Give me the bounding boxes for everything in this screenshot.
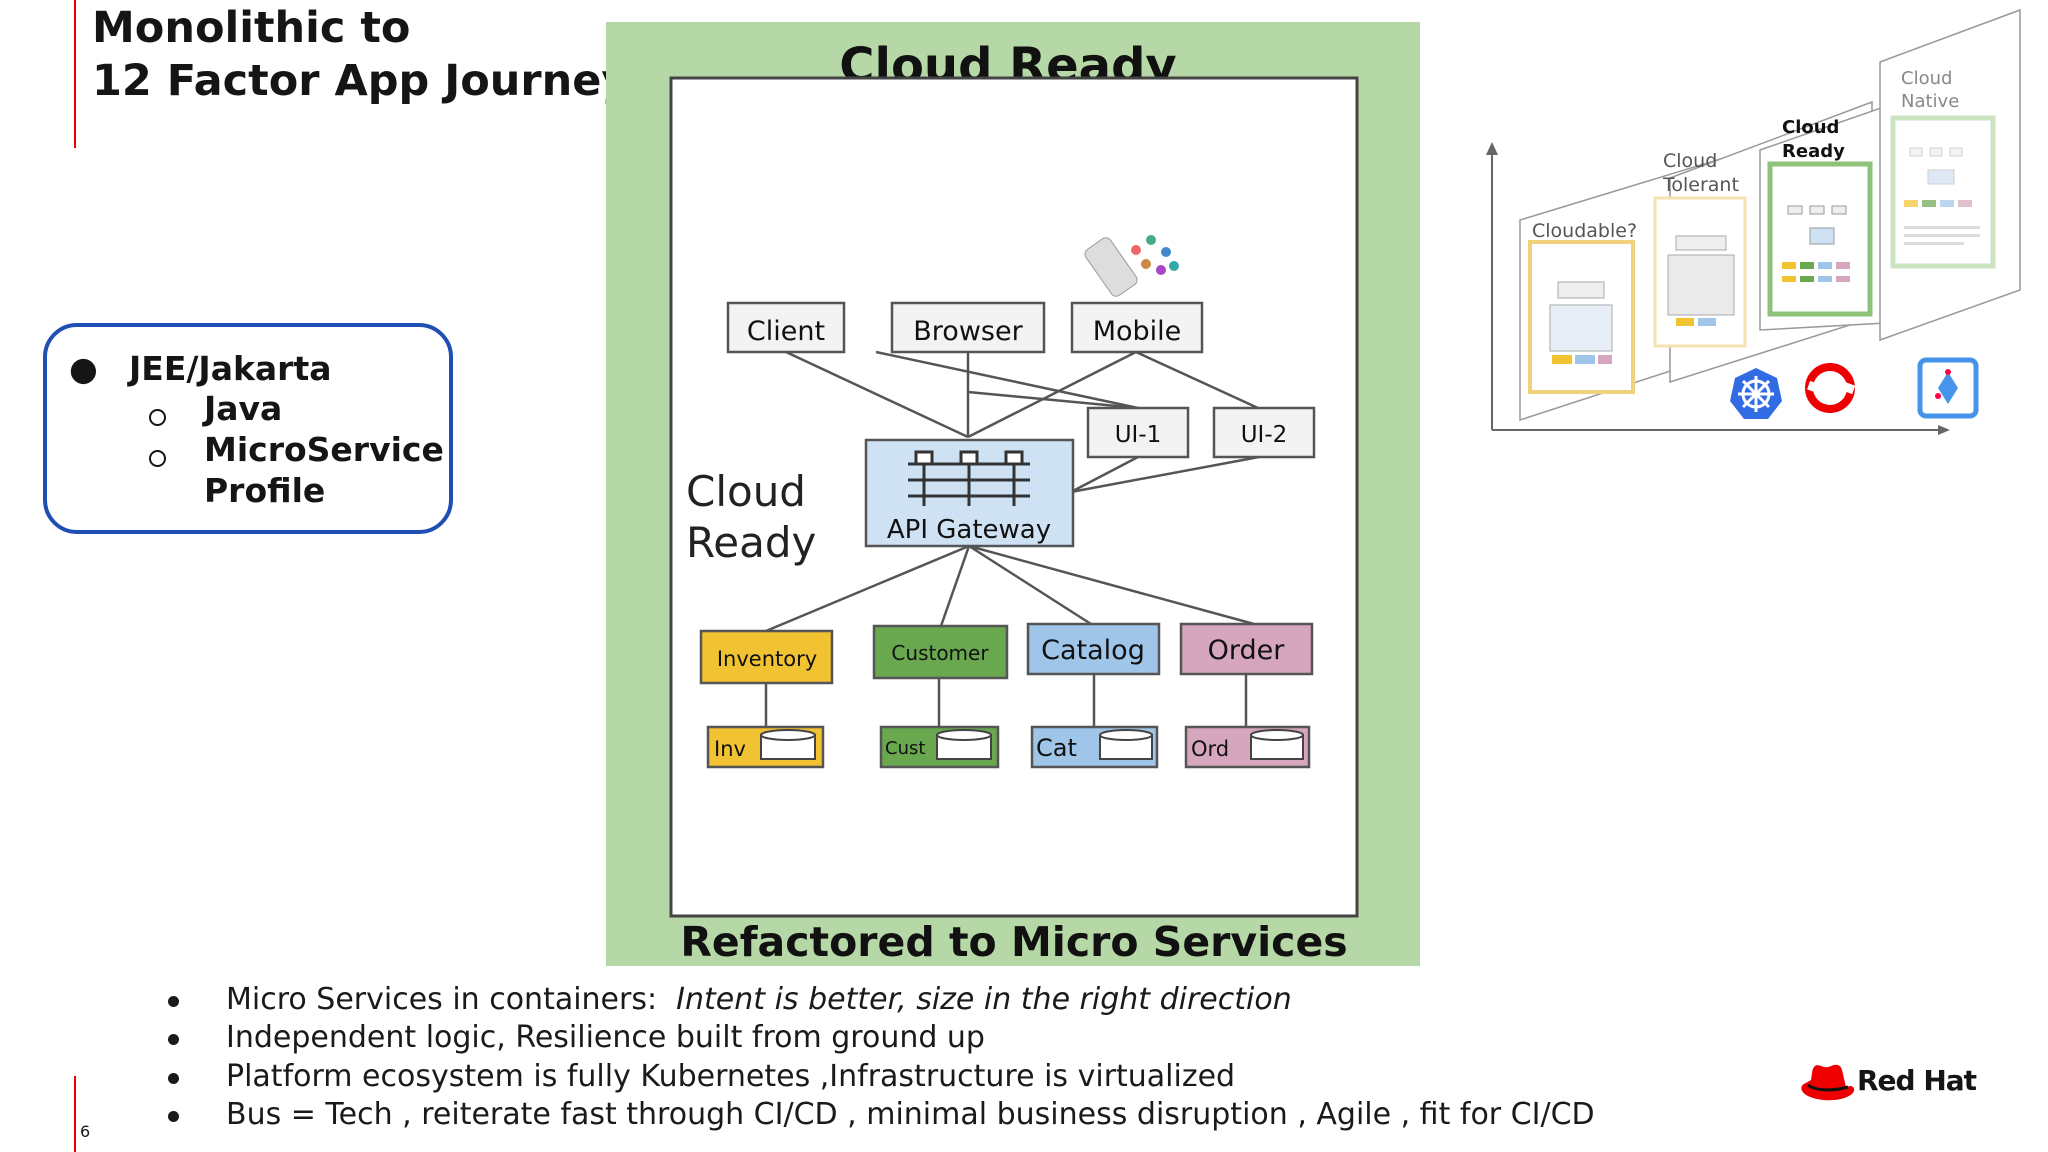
- service-order-box: [1179, 622, 1314, 676]
- ui-1-box: [1086, 406, 1190, 459]
- callout-sub-item-java: Java: [204, 389, 283, 428]
- x-axis-arrowhead: [1938, 425, 1950, 435]
- stage-ready-label-1: Cloud: [1782, 117, 1839, 138]
- store-inv-label: Inv: [714, 737, 746, 761]
- tolerant-thumbnail: [1653, 196, 1747, 348]
- cloud-journey-graphic: Cloudable? Cloud Tolerant Cloud Ready Cl…: [1486, 8, 2021, 435]
- tech-callout-box: ● JEE/Jakarta Java MicroService Profile: [43, 323, 453, 534]
- stage-native-label-1: Cloud: [1901, 68, 1952, 89]
- store-cat-label: Cat: [1036, 734, 1077, 762]
- native-thumbnail: [1890, 115, 1996, 269]
- ui-2-label: UI-2: [1241, 422, 1288, 448]
- mobile-devices-image: [1084, 235, 1179, 297]
- side-label-line-2: Ready: [686, 518, 816, 567]
- bullet-dot: [168, 996, 179, 1007]
- title-line-2: 12 Factor App Journey: [92, 56, 630, 106]
- cloud-ready-diagram: Cloud Ready Refactored to Micro Services…: [606, 22, 1420, 966]
- stage-tolerant-label-2: Tolerant: [1662, 174, 1739, 196]
- database-icon: [1250, 729, 1304, 760]
- client-label: Client: [747, 316, 825, 347]
- store-cust-label: Cust: [885, 738, 925, 759]
- footer-accent-line: [74, 1076, 76, 1152]
- stage-cloudable-label: Cloudable?: [1532, 220, 1637, 242]
- service-order-label: Order: [1208, 635, 1286, 666]
- title-accent-line: [74, 0, 76, 148]
- api-gateway-label: API Gateway: [887, 515, 1051, 545]
- stage-native-label-2: Native: [1901, 91, 1959, 112]
- bullet-dot: [168, 1034, 179, 1045]
- service-inventory-box: [699, 629, 834, 685]
- bullet-dot: [168, 1073, 179, 1084]
- service-catalog-box: [1026, 622, 1161, 676]
- quarkus-icon: [1917, 357, 1979, 419]
- brand-name: Red Hat: [1857, 1064, 1977, 1097]
- y-axis-arrowhead: [1486, 142, 1498, 155]
- title-line-1: Monolithic to: [92, 3, 411, 53]
- bullet-text: Independent logic, Resilience built from…: [226, 1020, 985, 1055]
- bullet-text: Micro Services in containers:: [226, 982, 677, 1017]
- service-customer-label: Customer: [891, 641, 989, 665]
- service-catalog-label: Catalog: [1041, 635, 1145, 666]
- red-hat-logo-icon: [1801, 1064, 1855, 1101]
- mobile-box: [1070, 301, 1204, 354]
- browser-box: [890, 301, 1046, 354]
- bullet-text: Bus = Tech , reiterate fast through CI/C…: [226, 1097, 1595, 1132]
- side-label-line-1: Cloud: [686, 467, 806, 516]
- bullet-text: Platform ecosystem is fully Kubernetes ,…: [226, 1059, 1236, 1094]
- store-ord-label: Ord: [1191, 737, 1229, 761]
- callout-sub-item-microservice: MicroService: [204, 430, 444, 469]
- database-icon: [936, 729, 992, 760]
- stage-ready-label-2: Ready: [1782, 141, 1845, 162]
- cloudable-thumbnail: [1528, 240, 1635, 394]
- database-icon: [760, 729, 816, 760]
- bullet-dot: ●: [69, 349, 98, 388]
- ui-2-box: [1212, 406, 1316, 459]
- ready-thumbnail: [1767, 161, 1873, 317]
- sub-bullet-circle: [149, 450, 166, 467]
- ui-1-label: UI-1: [1115, 422, 1162, 448]
- openshift-icon: [1805, 363, 1856, 413]
- connector-lines: [764, 350, 1260, 727]
- browser-label: Browser: [913, 316, 1023, 347]
- kubernetes-icon: [1730, 368, 1782, 419]
- callout-sub-item-profile: Profile: [204, 471, 326, 510]
- client-box: [726, 301, 846, 354]
- database-icon: [1099, 729, 1153, 760]
- callout-item: JEE/Jakarta: [129, 349, 332, 388]
- diagram-footer: Refactored to Micro Services: [680, 918, 1347, 966]
- stage-tolerant-label-1: Cloud: [1663, 150, 1717, 172]
- service-customer-box: [872, 624, 1009, 680]
- bullet-italic-text: Intent is better, size in the right dire…: [676, 982, 1292, 1017]
- page-number: 6: [80, 1122, 91, 1141]
- bullet-dot: [168, 1111, 179, 1122]
- slide-title: Monolithic to 12 Factor App Journey: [92, 2, 629, 108]
- service-inventory-label: Inventory: [717, 647, 817, 671]
- mobile-label: Mobile: [1093, 316, 1182, 347]
- sub-bullet-circle: [149, 409, 166, 426]
- gateway-bus-icon: [908, 450, 1030, 506]
